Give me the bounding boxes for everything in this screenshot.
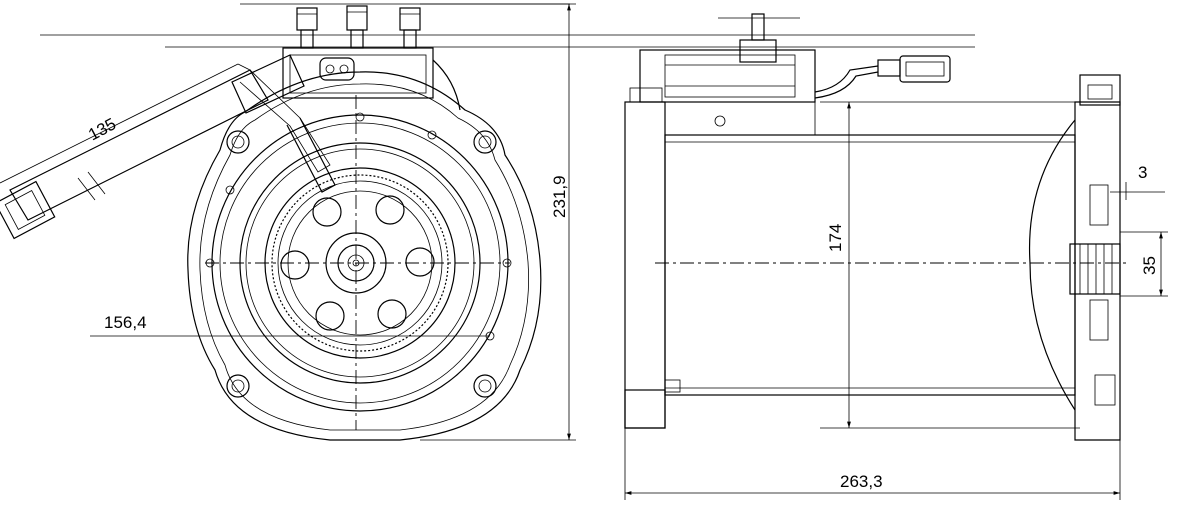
mounting-bolt <box>226 130 250 154</box>
dim-label-arm-length: 135 <box>85 114 119 144</box>
dimension-263-3: 263,3 <box>624 428 1121 500</box>
dim-label-overall-height: 231,9 <box>550 175 569 218</box>
dimension-135: 135 <box>85 114 119 144</box>
side-view <box>624 13 1130 441</box>
dim-label-body-height: 174 <box>826 224 845 252</box>
dimension-174: 174 <box>820 101 1080 429</box>
dim-label-total-length: 263,3 <box>840 472 883 491</box>
dim-label-shaft-length: 35 <box>1140 256 1159 275</box>
sensor-cable-arm <box>0 54 336 240</box>
mounting-bolt <box>473 130 497 154</box>
mounting-bolt <box>226 374 250 398</box>
front-view <box>0 3 975 441</box>
dimension-231-9: 231,9 <box>420 3 576 441</box>
dimension-35: 35 <box>1120 231 1168 297</box>
dimension-156-4: 156,4 <box>90 313 490 337</box>
mounting-bolt <box>473 374 497 398</box>
dimension-3: 3 <box>1110 163 1165 200</box>
dim-label-front-width: 156,4 <box>104 313 147 332</box>
dim-label-step: 3 <box>1138 163 1147 182</box>
